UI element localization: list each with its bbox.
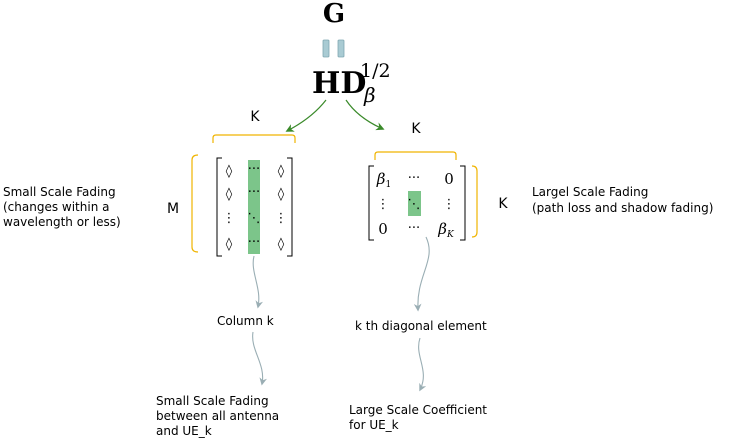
left-result-line-1: Small Scale Fading	[156, 394, 269, 408]
left-dots-h-1: ···	[248, 162, 260, 177]
right-result-arrow	[418, 337, 427, 392]
left-cell-1-1: ◊	[226, 164, 233, 179]
left-pointer-arrow	[252, 255, 264, 309]
left-dots-d: ⋱	[248, 211, 261, 226]
right-height-label: K	[498, 196, 508, 212]
right-top-brace	[374, 151, 457, 160]
equals-sign	[322, 39, 345, 58]
right-result-line-1: Large Scale Coefficient	[349, 403, 487, 417]
left-column-highlight	[248, 160, 260, 254]
right-bracket-close	[460, 165, 466, 241]
left-dots-v-1: ⋮	[223, 211, 236, 226]
left-dots-h-2: ···	[248, 185, 260, 200]
left-bracket-close	[287, 157, 293, 257]
left-description-line-2: (changes within a	[3, 200, 109, 214]
right-beta-k: βK	[437, 220, 455, 240]
left-top-brace	[212, 134, 296, 143]
right-dots-v-3: ⋮	[443, 197, 456, 212]
right-dots-d: ⋱	[408, 197, 421, 212]
right-dots-h-1: ···	[408, 171, 420, 186]
left-cell-4-3: ◊	[278, 237, 285, 252]
right-description-line-1: Largel Scale Fading	[532, 185, 648, 199]
right-dots-v-1: ⋮	[377, 197, 390, 212]
right-pointer-arrow	[413, 236, 430, 312]
right-side-brace	[471, 165, 478, 238]
right-zero-1-3: 0	[444, 170, 454, 188]
right-bracket-open	[368, 165, 374, 241]
left-result-arrow	[252, 331, 267, 386]
left-cell-4-1: ◊	[226, 237, 233, 252]
left-result-line-2: between all antenna	[156, 409, 279, 423]
right-result-line-2: for UE_k	[349, 418, 399, 432]
right-pointer-label: k th diagonal element	[355, 319, 487, 333]
left-bracket-open	[216, 157, 222, 257]
left-cell-2-1: ◊	[226, 187, 233, 202]
left-result-line-3: and UE_k	[156, 424, 212, 438]
left-description-line-3: wavelength or less)	[3, 215, 121, 229]
left-cell-1-3: ◊	[278, 164, 285, 179]
left-width-label: K	[250, 109, 260, 125]
left-cell-2-3: ◊	[278, 187, 285, 202]
right-zero-3-1: 0	[378, 220, 388, 238]
right-description-line-2: (path loss and shadow fading)	[532, 201, 713, 215]
right-diagonal-highlight	[408, 191, 421, 216]
right-dots-h-3: ···	[408, 221, 420, 236]
g-symbol: G	[323, 0, 345, 29]
left-description-line-1: Small Scale Fading	[3, 185, 116, 199]
arrow-to-left-matrix	[285, 99, 327, 132]
subscript-beta: β	[363, 83, 376, 107]
right-beta-1: β1	[376, 170, 391, 190]
left-pointer-label: Column k	[217, 314, 274, 328]
hd-symbol: HD	[312, 66, 366, 101]
right-width-label: K	[411, 121, 421, 137]
left-side-brace	[191, 154, 199, 253]
arrow-to-right-matrix	[345, 99, 385, 131]
superscript-half: 1/2	[360, 60, 391, 82]
left-dots-h-4: ···	[248, 235, 260, 250]
left-height-label: M	[167, 201, 179, 217]
left-dots-v-3: ⋮	[275, 211, 288, 226]
